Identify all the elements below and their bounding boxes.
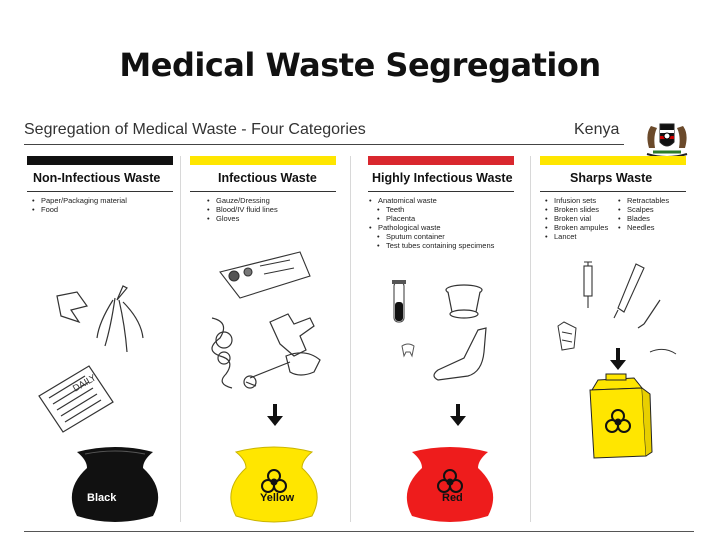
waste-item: Blades — [618, 214, 686, 223]
column-divider — [530, 156, 531, 522]
poster-country: Kenya — [574, 121, 620, 138]
column-highly-infectious: Highly Infectious Waste Anatomical waste… — [368, 156, 514, 522]
syringe-hand-icon — [243, 352, 321, 389]
biohazard-icon — [261, 469, 287, 493]
yellow-waste-bag — [230, 446, 318, 523]
header-rule — [24, 144, 624, 145]
waste-item: Gloves — [207, 214, 336, 223]
waste-item: Broken ampules — [545, 223, 613, 232]
bag-color-label: Yellow — [260, 492, 295, 504]
waste-item: Teeth — [377, 205, 514, 214]
paper-scrap-icon — [56, 291, 89, 324]
waste-item: Anatomical waste — [369, 196, 514, 205]
category-heading: Sharps Waste — [540, 165, 686, 192]
black-waste-bag — [71, 447, 159, 522]
biohazard-icon — [605, 409, 631, 433]
waste-item: Placenta — [377, 214, 514, 223]
test-tube-icon — [392, 280, 406, 323]
bag-color-label: Black — [87, 492, 117, 504]
highly-infectious-illustration — [392, 280, 487, 426]
waste-item: Scalpes — [618, 205, 686, 214]
tooth-icon — [401, 343, 415, 358]
waste-item-list: Anatomical waste Teeth Placenta Patholog… — [368, 196, 514, 250]
category-heading: Infectious Waste — [190, 165, 336, 192]
scalpel-icon — [637, 299, 661, 329]
down-arrow-icon — [610, 348, 626, 370]
placenta-foot-icon — [433, 327, 487, 381]
waste-item: Blood/IV fluid lines — [207, 205, 336, 214]
waste-item: Test tubes containing specimens — [377, 241, 514, 250]
iv-tubing-icon — [211, 317, 233, 389]
waste-item-list: Gauze/Dressing Blood/IV fluid lines Glov… — [190, 196, 336, 223]
waste-item: Food — [32, 205, 173, 214]
column-non-infectious: Non-Infectious Waste Paper/Packaging mat… — [27, 156, 173, 522]
down-arrow-icon — [450, 404, 466, 426]
waste-item-list: Retractables Scalpes Blades Needles — [613, 196, 686, 241]
sputum-container-icon — [445, 284, 483, 319]
column-divider — [180, 156, 181, 522]
red-waste-bag — [406, 447, 494, 522]
waste-item: Needles — [618, 223, 686, 232]
category-color-bar — [368, 156, 514, 165]
footer-rule — [24, 531, 694, 532]
broken-vial-icon — [557, 321, 577, 351]
sharps-illustration — [557, 261, 677, 370]
glove-icon — [269, 313, 315, 357]
waste-item-list: Infusion sets Broken slides Broken vial … — [540, 196, 613, 241]
category-color-bar — [540, 156, 686, 165]
category-heading: Highly Infectious Waste — [368, 165, 514, 192]
column-sharps: Sharps Waste Infusion sets Broken slides… — [540, 156, 686, 522]
category-color-bar — [190, 156, 336, 165]
column-infectious: Infectious Waste Gauze/Dressing Blood/IV… — [190, 156, 336, 523]
waste-item: Retractables — [618, 196, 686, 205]
newspaper-icon: DAILY — [38, 365, 114, 433]
kenya-coat-of-arms-icon — [646, 123, 688, 158]
slide-title: Medical Waste Segregation — [119, 46, 601, 84]
bag-color-label: Red — [442, 492, 463, 504]
gauze-dressing-icon — [219, 251, 311, 299]
blade-icon — [649, 348, 677, 355]
biohazard-icon — [437, 469, 463, 493]
down-arrow-icon — [267, 404, 283, 426]
infectious-illustration — [211, 251, 321, 426]
column-divider — [350, 156, 351, 522]
banana-peel-icon — [96, 285, 144, 353]
syringe-icon — [583, 261, 593, 308]
waste-item: Broken slides — [545, 205, 613, 214]
waste-item: Paper/Packaging material — [32, 196, 173, 205]
waste-item: Pathological waste — [369, 223, 514, 232]
segregation-poster: Segregation of Medical Waste - Four Cate… — [24, 114, 696, 534]
waste-item: Sputum container — [377, 232, 514, 241]
waste-item: Broken vial — [545, 214, 613, 223]
waste-item: Gauze/Dressing — [207, 196, 336, 205]
needle-icon — [613, 263, 645, 319]
poster-title: Segregation of Medical Waste - Four Cate… — [24, 121, 366, 138]
waste-item: Infusion sets — [545, 196, 613, 205]
waste-item-list: Paper/Packaging material Food — [27, 196, 173, 214]
category-heading: Non-Infectious Waste — [27, 165, 173, 192]
category-color-bar — [27, 156, 173, 165]
sharps-container — [589, 373, 653, 459]
waste-item: Lancet — [545, 232, 613, 241]
